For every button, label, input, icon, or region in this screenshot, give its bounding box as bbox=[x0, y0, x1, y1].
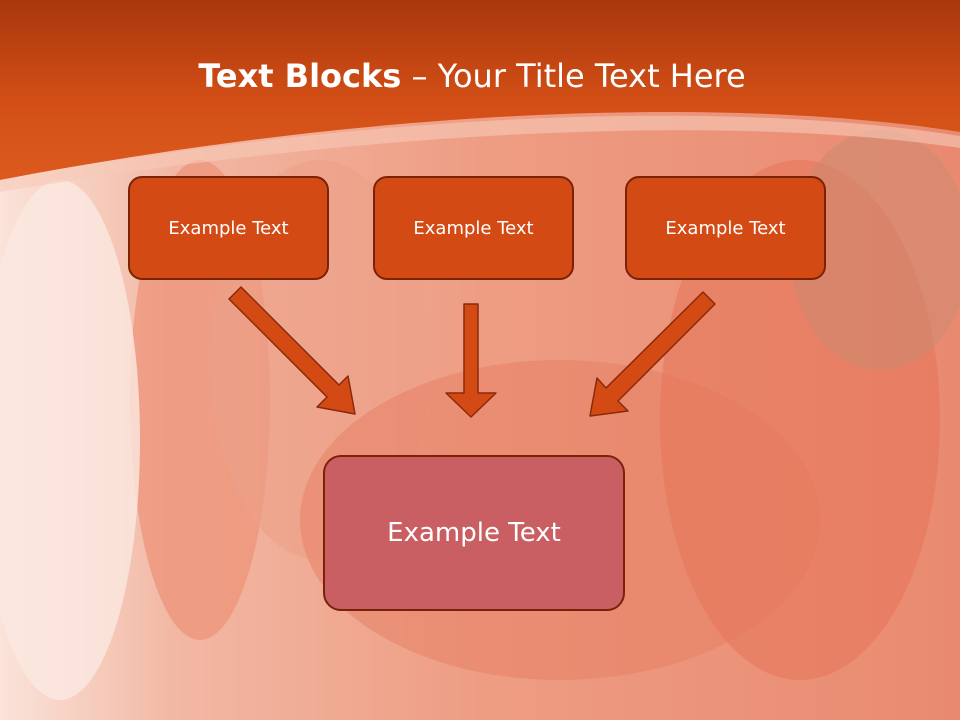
text-block-1[interactable]: Example Text bbox=[128, 176, 329, 280]
target-block[interactable]: Example Text bbox=[323, 455, 625, 611]
arrow-center-icon bbox=[445, 303, 497, 418]
header-highlight bbox=[0, 115, 960, 192]
title-bold: Text Blocks bbox=[198, 57, 402, 95]
header-band bbox=[0, 0, 960, 180]
page-title: Text Blocks – Your Title Text Here bbox=[0, 52, 944, 100]
arrow-left-icon bbox=[228, 286, 356, 415]
text-block-2[interactable]: Example Text bbox=[373, 176, 574, 280]
text-block-3[interactable]: Example Text bbox=[625, 176, 826, 280]
photo-blob bbox=[790, 130, 960, 370]
photo-blob bbox=[0, 180, 140, 700]
arrow-right-icon bbox=[589, 291, 716, 417]
title-separator: – bbox=[401, 57, 438, 95]
title-rest: Your Title Text Here bbox=[437, 57, 746, 95]
